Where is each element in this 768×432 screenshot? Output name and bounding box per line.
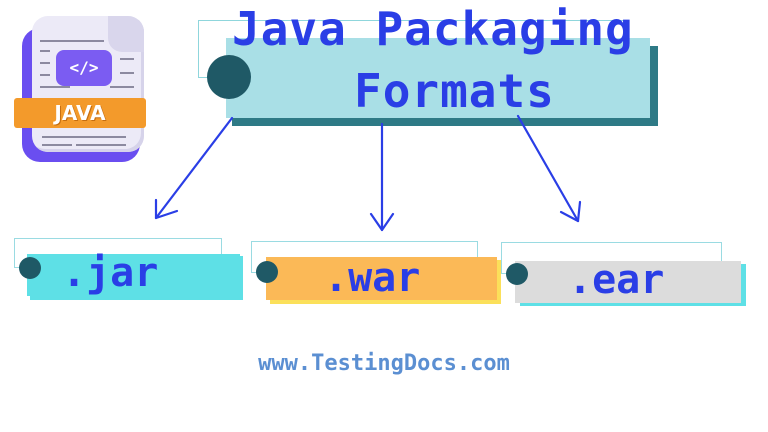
format-label: .war (324, 255, 421, 301)
file-fold-corner (108, 16, 144, 52)
title-box (226, 38, 650, 118)
arrow-to-ear-icon (516, 114, 582, 223)
format-label: .ear (568, 257, 665, 303)
java-label-band: JAVA (14, 98, 146, 128)
text-line (40, 40, 104, 42)
format-war: .war (240, 230, 510, 304)
text-line (40, 50, 50, 52)
title-line-2: Formats (354, 64, 555, 118)
footer-url[interactable]: www.TestingDocs.com (258, 351, 510, 376)
format-bullet-dot (19, 257, 41, 279)
format-box (515, 261, 741, 303)
text-line (40, 74, 50, 76)
arrow-to-jar-icon (154, 116, 234, 220)
text-line (120, 72, 134, 74)
title-line-1: Java Packaging (232, 2, 634, 56)
format-jar: .jar (0, 230, 250, 300)
text-line (120, 58, 134, 60)
format-ear: .ear (490, 230, 760, 306)
text-line (110, 86, 134, 88)
text-line (40, 86, 70, 88)
title-bullet-dot (207, 55, 251, 99)
format-bullet-dot (256, 261, 278, 283)
text-line (42, 136, 92, 138)
arrow-to-war-icon (369, 122, 395, 232)
text-line (86, 136, 126, 138)
format-bullet-dot (506, 263, 528, 285)
text-line (40, 62, 50, 64)
text-line (76, 144, 126, 146)
java-file-icon: </> JAVA (0, 0, 160, 170)
code-brackets-icon: </> (56, 50, 112, 86)
format-label: .jar (62, 250, 159, 296)
text-line (42, 144, 72, 146)
format-box (27, 254, 240, 296)
format-box (266, 257, 497, 300)
